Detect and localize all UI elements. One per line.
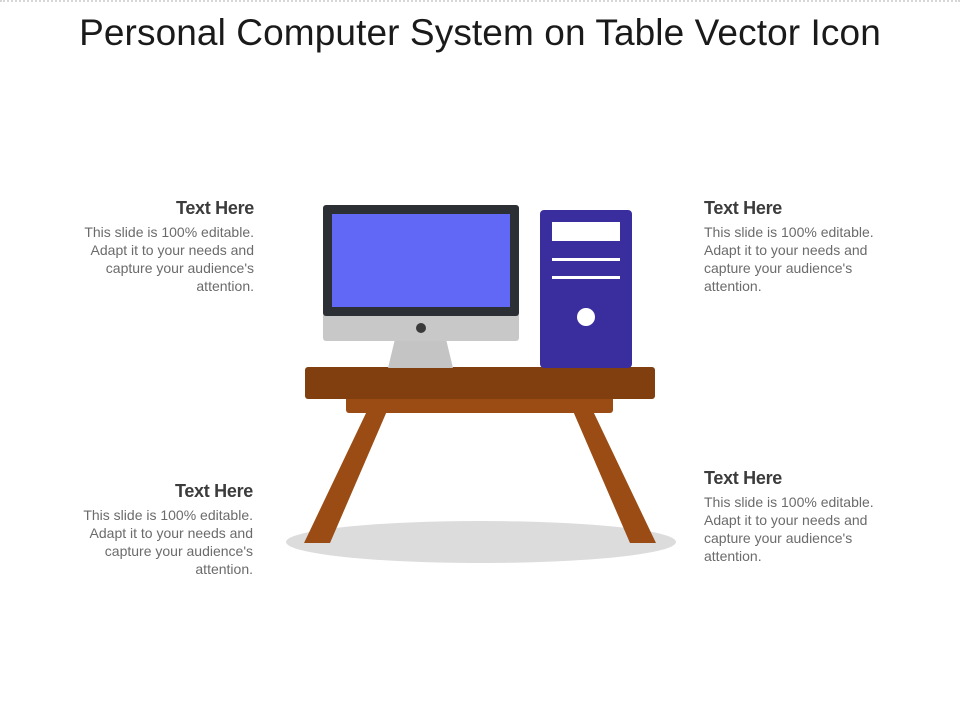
- text-block-bottom-left: Text Here This slide is 100% editable. A…: [53, 481, 253, 578]
- block-body: This slide is 100% editable. Adapt it to…: [704, 494, 874, 564]
- monitor-screen: [332, 214, 510, 307]
- block-heading: Text Here: [174, 481, 253, 501]
- tower-power-button: [577, 308, 595, 326]
- block-heading: Text Here: [175, 198, 254, 218]
- table-apron: [346, 396, 613, 413]
- top-dotted-rule: [0, 0, 960, 2]
- text-block-top-right: Text Here This slide is 100% editable. A…: [704, 198, 904, 295]
- pc-tower: [540, 210, 632, 368]
- monitor-stand: [388, 339, 453, 368]
- text-block-bottom-right: Text Here This slide is 100% editable. A…: [704, 468, 904, 565]
- tower-slot-line: [552, 276, 620, 279]
- block-body: This slide is 100% editable. Adapt it to…: [84, 224, 254, 294]
- floor-shadow: [286, 521, 676, 563]
- block-body: This slide is 100% editable. Adapt it to…: [83, 507, 253, 577]
- block-heading: Text Here: [704, 468, 783, 488]
- tabletop: [305, 367, 655, 399]
- table-leg-right: [573, 411, 656, 543]
- text-block-top-left: Text Here This slide is 100% editable. A…: [54, 198, 254, 295]
- tower-slot-line: [552, 258, 620, 261]
- slide-title: Personal Computer System on Table Vector…: [79, 12, 881, 53]
- block-body: This slide is 100% editable. Adapt it to…: [704, 224, 874, 294]
- drive-bay: [552, 222, 620, 241]
- table-leg-left: [304, 411, 387, 543]
- monitor-power-button: [416, 323, 426, 333]
- block-heading: Text Here: [704, 198, 783, 218]
